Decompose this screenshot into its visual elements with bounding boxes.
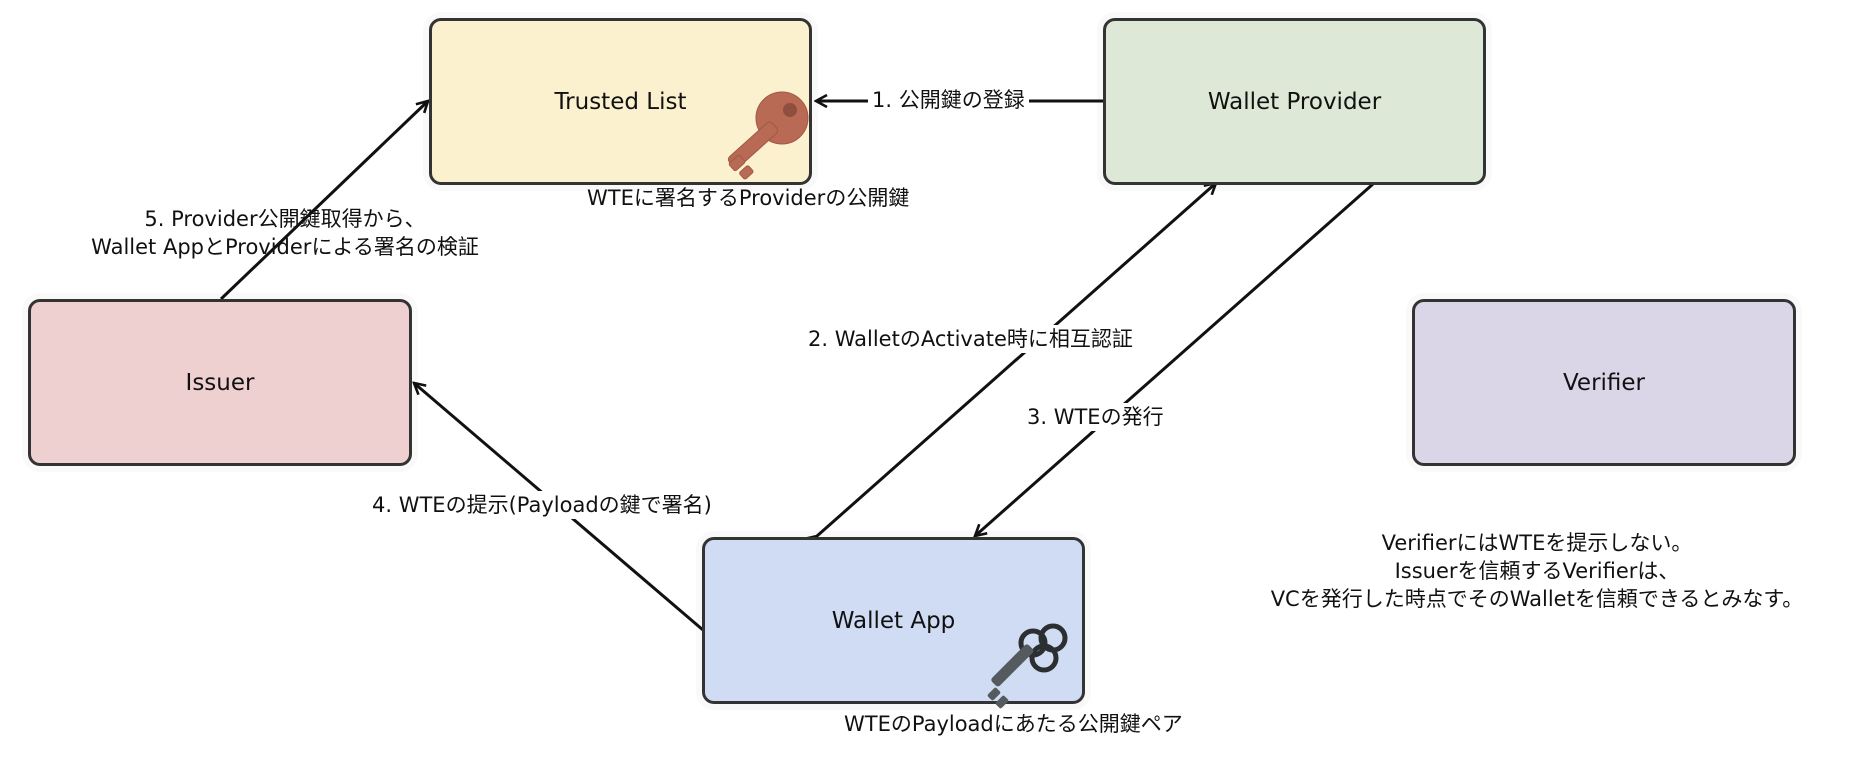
key-icon [727, 91, 809, 180]
edge-label-verify-signature: 5. Provider公開鍵取得から、 Wallet AppとProviderに… [80, 205, 490, 261]
edge-label-mutual-auth: 2. WalletのActivate時に相互認証 [804, 325, 1137, 353]
edge-label-verify-line1: 5. Provider公開鍵取得から、 [144, 207, 426, 231]
edge-label-present-wte: 4. WTEの提示(Payloadの鍵で署名) [368, 491, 716, 519]
note-wallet-key: WTEのPayloadにあたる公開鍵ペア [844, 712, 1183, 736]
node-wallet-app[interactable]: Wallet App [702, 537, 1085, 704]
edge-mutual-auth [817, 183, 1216, 536]
node-issuer-label: Issuer [185, 369, 255, 396]
node-verifier[interactable]: Verifier [1412, 299, 1796, 466]
edge-label-issue-wte: 3. WTEの発行 [1023, 403, 1168, 431]
edge-label-register-key: 1. 公開鍵の登録 [868, 86, 1029, 114]
node-trusted-list-label: Trusted List [554, 88, 687, 115]
node-wallet-provider-label: Wallet Provider [1207, 88, 1382, 115]
node-wallet-app-label: Wallet App [831, 607, 956, 634]
note-verifier-line3: VCを発行した時点でそのWalletを信頼できるとみなす。 [1270, 587, 1804, 611]
edge-verify-signature [219, 101, 428, 301]
node-issuer[interactable]: Issuer [28, 299, 412, 466]
note-verifier-line1: VerifierにはWTEを提示しない。 [1381, 531, 1693, 555]
node-wallet-provider[interactable]: Wallet Provider [1103, 18, 1486, 185]
keypair-icon [987, 623, 1068, 709]
note-trusted-key: WTEに署名するProviderの公開鍵 [587, 186, 910, 210]
edge-label-verify-line2: Wallet AppとProviderによる署名の検証 [91, 235, 479, 259]
edge-issue-wte [975, 182, 1374, 536]
note-verifier-line2: Issuerを信頼するVerifierは、 [1394, 559, 1680, 583]
node-verifier-label: Verifier [1562, 369, 1646, 396]
note-verifier: VerifierにはWTEを提示しない。 Issuerを信頼するVerifier… [1223, 529, 1851, 613]
